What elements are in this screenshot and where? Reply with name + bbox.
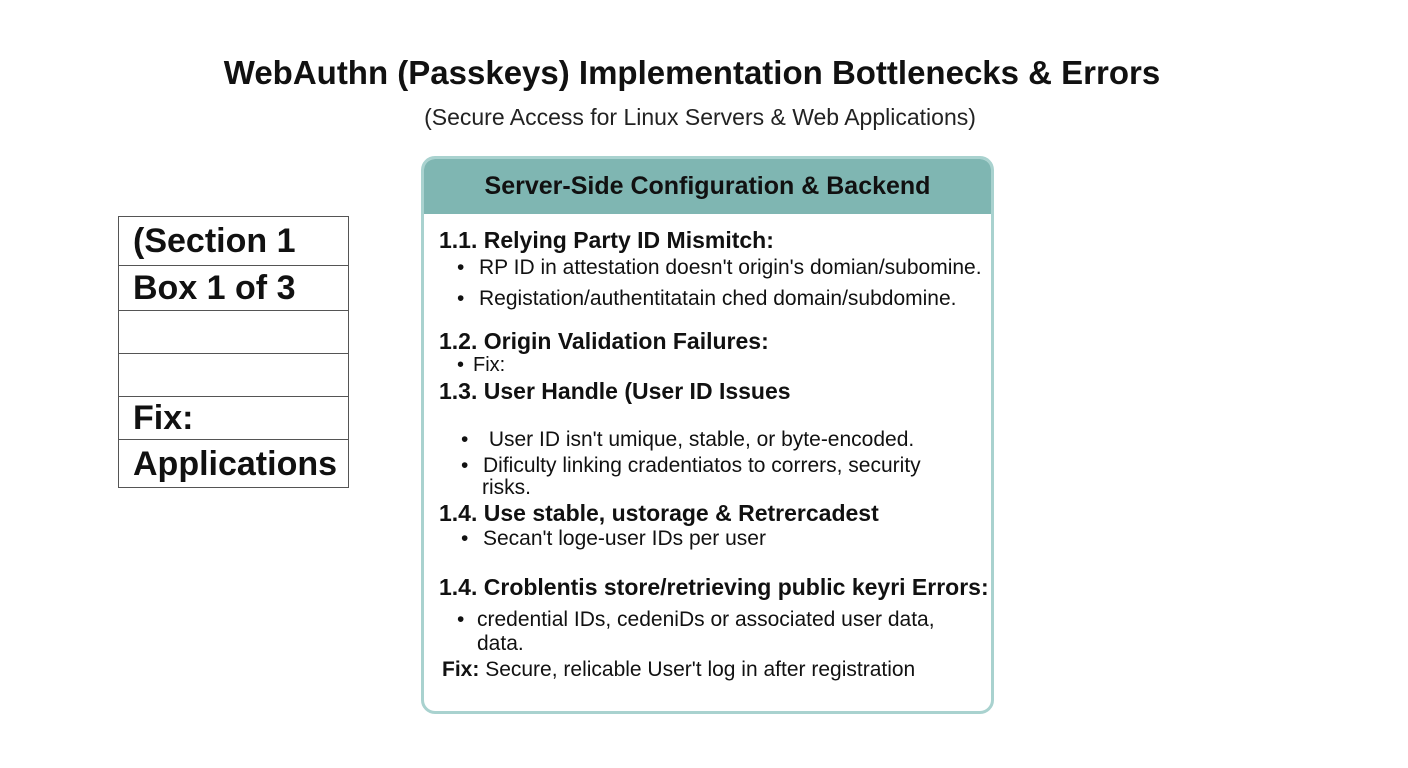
bullet-text: User ID isn't umique, stable, or byte-en… xyxy=(483,428,915,451)
bullet-icon: • xyxy=(461,454,469,477)
bullet-text: Registation/authentitatain ched domain/s… xyxy=(479,287,957,310)
bullet-text: Secan't loge-user IDs per user xyxy=(483,527,766,550)
bullet-text: RP ID in attestation doesn't origin's do… xyxy=(479,256,982,279)
bullet-icon: • xyxy=(457,354,465,376)
section-heading: 1.4. Croblentis store/retrieving public … xyxy=(439,574,989,600)
bullet-icon: • xyxy=(461,527,469,550)
bullet-icon: • xyxy=(457,256,465,279)
side-row: (Section 1 xyxy=(119,217,348,266)
section-label-table: (Section 1 Box 1 of 3 Fix: Applications xyxy=(118,216,349,488)
list-item: • Dificulty linking cradentiatos to corre… xyxy=(461,454,921,478)
bullet-icon: • xyxy=(457,608,465,631)
side-row xyxy=(119,354,348,397)
list-item: • RP ID in attestation doesn't origin's d… xyxy=(457,256,982,280)
list-item: • Secan't loge-user IDs per user xyxy=(461,527,766,551)
bullet-text: Dificulty linking cradentiatos to correr… xyxy=(483,454,921,477)
section-heading: 1.3. User Handle (User ID Issues xyxy=(439,378,791,404)
list-item: • Fix: xyxy=(457,354,505,377)
side-row: Applications xyxy=(133,444,338,483)
list-item-continuation: data. xyxy=(477,632,524,655)
section-heading: 1.4. Use stable, ustorage & Retrercadest xyxy=(439,500,879,526)
section-heading: 1.1. Relying Party ID Mismitch: xyxy=(439,227,774,253)
section-heading: 1.2. Origin Validation Failures: xyxy=(439,328,769,354)
page-subtitle: (Secure Access for Linux Servers & Web A… xyxy=(424,104,976,130)
card-header: Server-Side Configuration & Backend xyxy=(424,159,991,214)
side-row: Fix: xyxy=(119,397,348,440)
fix-text: Secure, relicable User't log in after re… xyxy=(485,658,916,681)
bullet-icon: • xyxy=(461,428,469,451)
list-item: • credential IDs, cedeniDs or associated … xyxy=(457,608,935,632)
list-item-continuation: risks. xyxy=(482,476,531,499)
fix-label: Fix: xyxy=(442,658,480,681)
list-item: • User ID isn't umique, stable, or byte-… xyxy=(461,428,914,452)
bullet-icon: • xyxy=(457,287,465,310)
bullet-text: credential IDs, cedeniDs or associated u… xyxy=(477,608,935,631)
side-row: Box 1 of 3 xyxy=(119,266,348,311)
page-title: WebAuthn (Passkeys) Implementation Bottl… xyxy=(223,54,1161,91)
list-item: • Registation/authentitatain ched domain/… xyxy=(457,287,956,311)
server-side-card: Server-Side Configuration & Backend 1.1.… xyxy=(421,156,994,714)
side-row xyxy=(119,311,348,354)
fix-line: Fix: Secure, relicable User't log in aft… xyxy=(442,658,915,682)
bullet-text: Fix: xyxy=(473,354,506,376)
